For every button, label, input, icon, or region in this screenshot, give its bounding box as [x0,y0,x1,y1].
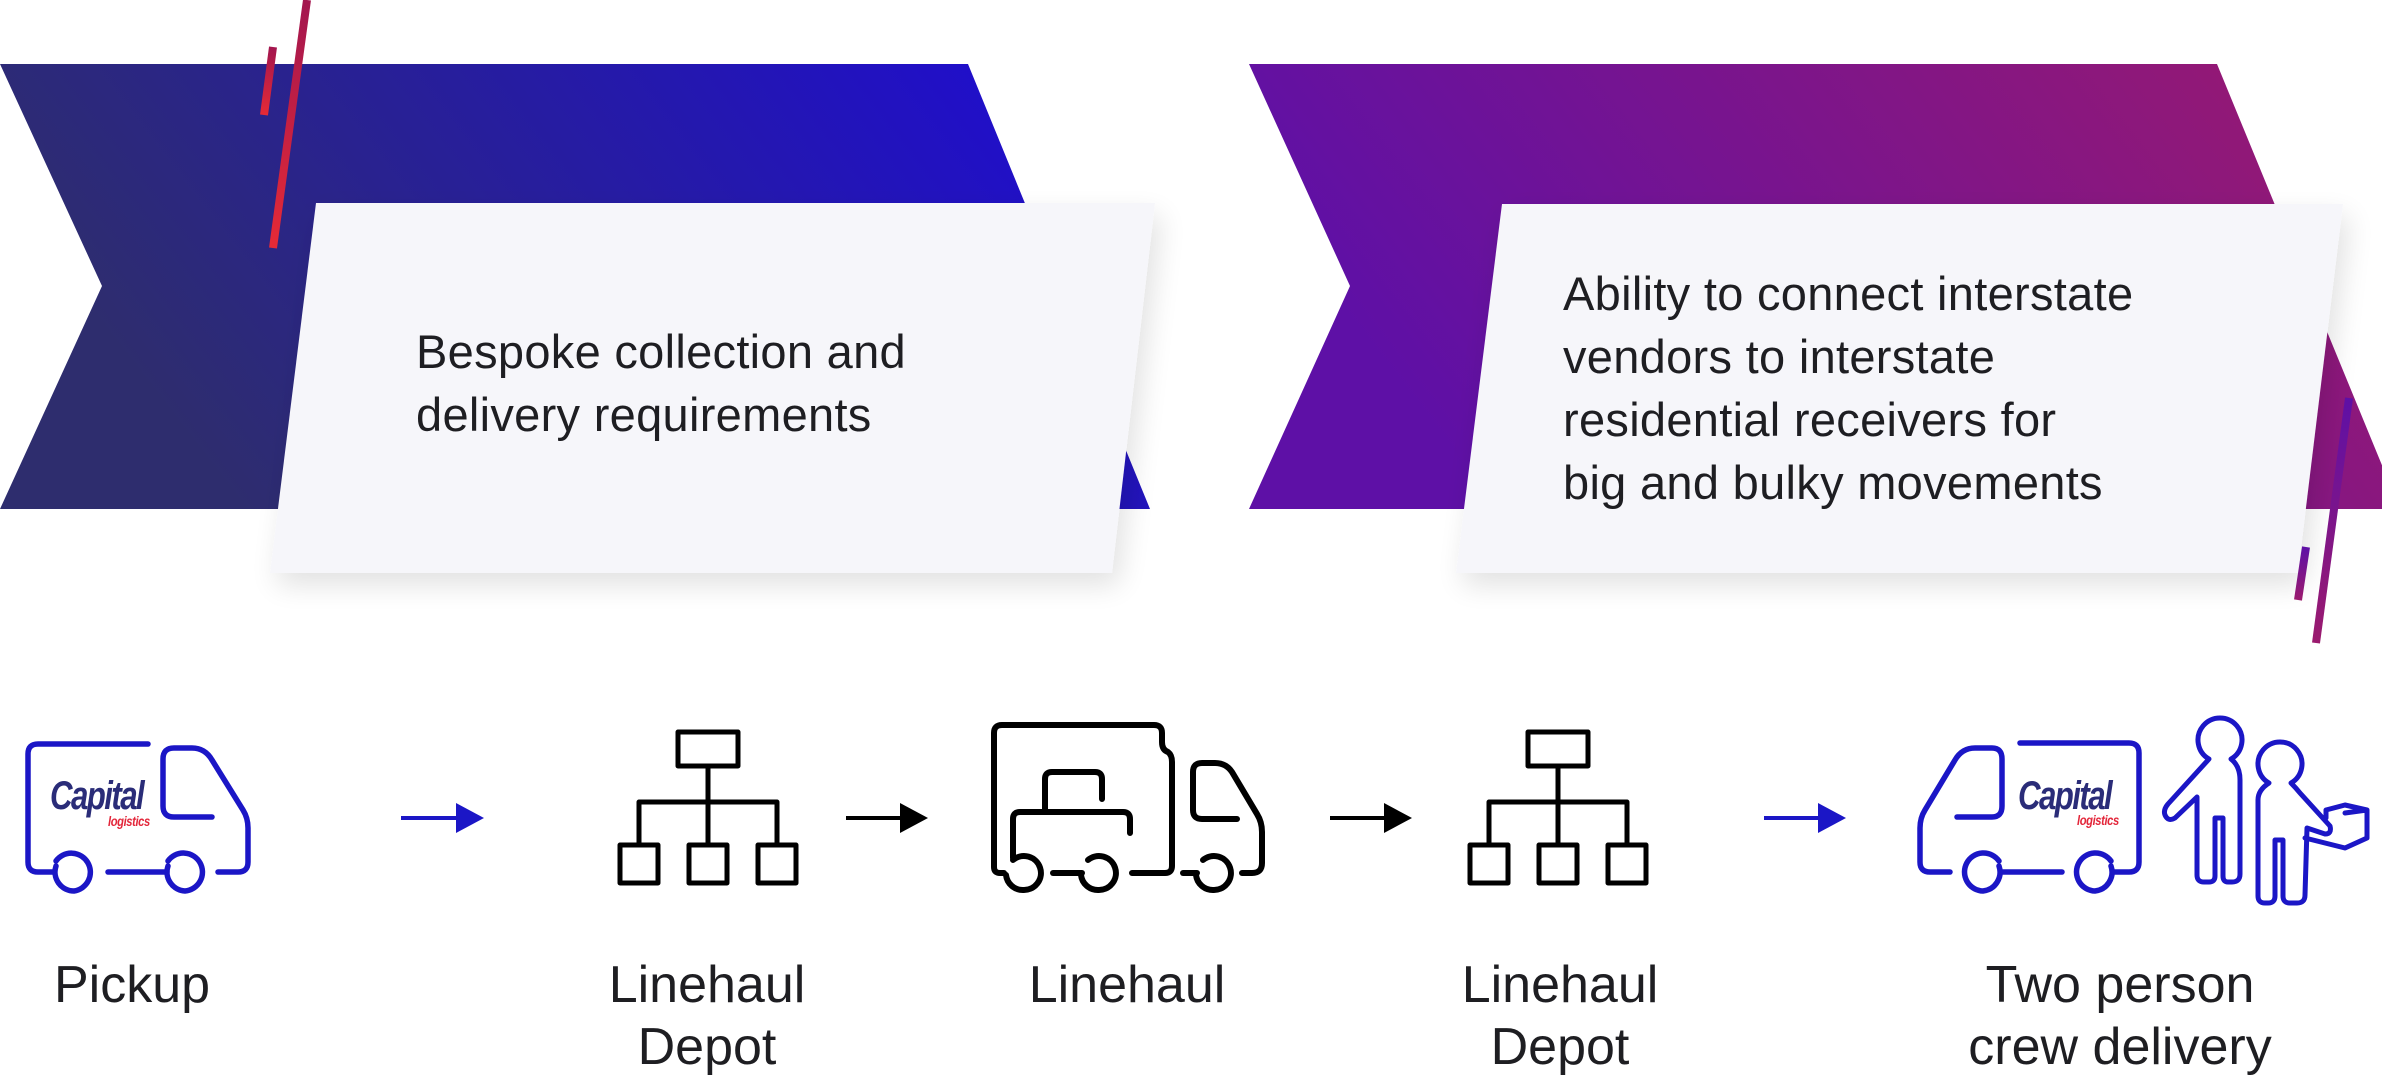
step-label-pickup: Pickup [0,954,342,1016]
card-2-line: vendors to interstate [1563,330,1996,383]
logo-brand-text: Capital [50,774,145,818]
card-2-line: big and bulky movements [1563,456,2103,509]
logo-brand-text: Capital [2018,774,2113,818]
arrow-depot-to-delivery [1764,803,1846,833]
step-label-linehaul-depot-2: Linehaul Depot [1350,954,1770,1078]
card-2-line: residential receivers for [1563,393,2057,446]
card-1-line: delivery requirements [416,388,872,441]
logo-sub-text: logistics [108,813,150,829]
label-line: Depot [637,1018,777,1076]
label-line: Depot [1490,1018,1630,1076]
linehaul-truck-forklift-icon [991,722,1265,894]
accent-line-long [269,0,311,249]
card-1-text: Bespoke collection and delivery requirem… [416,320,906,446]
label-line: crew delivery [1968,1018,2272,1076]
two-people-icon [2161,715,2370,906]
step-label-two-person-delivery: Two person crew delivery [1910,954,2330,1078]
card-1-line: Bespoke collection and [416,325,906,378]
accent-line-short-right [2294,546,2310,601]
label-line: Linehaul [1028,956,1226,1014]
depot-hierarchy-icon [617,729,799,886]
card-2 [1456,204,2343,573]
step-label-linehaul-depot-1: Linehaul Depot [497,954,917,1078]
arrow-depot-to-linehaul [846,803,928,833]
arrow-pickup-to-depot [401,803,484,833]
card-2-text: Ability to connect interstate vendors to… [1563,262,2133,514]
step-label-linehaul: Linehaul [917,954,1337,1016]
capital-van-icon [25,741,251,894]
accent-line-short [260,46,277,116]
capital-van-icon-delivery [1917,740,2142,894]
logo-sub-text: logistics [2077,812,2119,828]
label-line: Two person [1985,956,2255,1014]
label-line: Linehaul [1461,956,1659,1014]
accent-line-long-right [2312,397,2353,644]
label-line: Linehaul [608,956,806,1014]
arrow-linehaul-to-depot [1330,803,1412,833]
depot-hierarchy-icon [1467,729,1649,886]
card-1 [270,203,1155,573]
label-line: Pickup [53,956,211,1014]
card-2-line: Ability to connect interstate [1563,267,2134,320]
